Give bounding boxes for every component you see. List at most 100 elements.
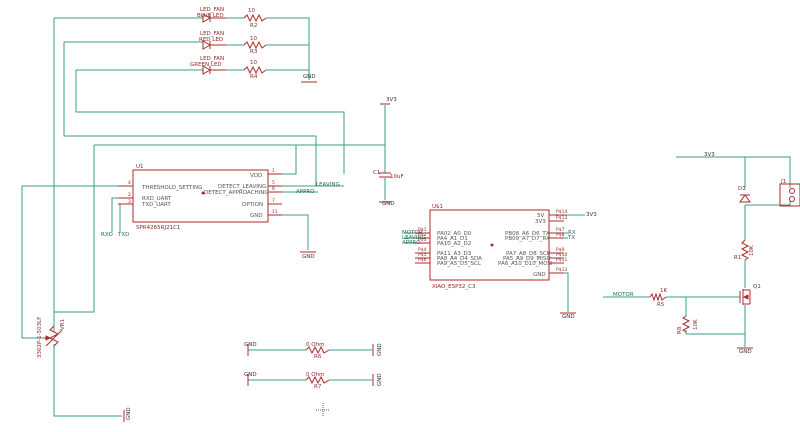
pin-num: 11: [272, 209, 278, 215]
pin-leaving: DETECT_LEAVING: [218, 184, 266, 190]
pin-label: 3V3: [535, 219, 546, 225]
pin-label: PA6_A10_D10_MOSI: [498, 261, 553, 267]
pin-num: P$9: [556, 247, 565, 253]
mosfet-q1: Q1: [739, 284, 761, 305]
resistor-value: 1K: [660, 288, 667, 294]
pin-num: P$6: [418, 257, 427, 263]
gnd-label: GND: [126, 407, 132, 420]
jumper-name: R7: [314, 384, 322, 390]
gnd-label: GND: [739, 349, 752, 355]
pin-num: 6: [272, 186, 275, 192]
capacitor-c1: C1 10uF GND: [373, 170, 404, 207]
gnd-label: GND: [244, 372, 257, 378]
v3-label: 3V3: [704, 152, 715, 158]
pin-num: P$4: [418, 247, 427, 253]
net-approach: APPRO: [296, 189, 315, 195]
pin-num: 2: [128, 192, 131, 198]
pot-part: 3362P-1-503LF: [37, 317, 43, 358]
net-leaving: LEAVING: [316, 182, 340, 188]
pin-label: PA10_A2_D2: [437, 241, 471, 247]
motor-driver: 3V3 D1 J1 R1 10K Q1: [613, 152, 800, 355]
mcu-name: U$1: [432, 204, 443, 210]
pin-num: P$10: [556, 252, 567, 258]
pin-num: P$12: [556, 215, 567, 221]
resistor-r3: 10 R3: [243, 36, 267, 55]
pin-option: OPTION: [242, 202, 263, 208]
pin-gnd: GND: [250, 213, 263, 219]
jumper-value: 0 Ohm: [306, 342, 324, 348]
jumper-value: 0 Ohm: [306, 372, 324, 378]
diode-d1: D1: [738, 186, 751, 203]
pin-num: P$11: [556, 257, 567, 263]
gnd-label: GND: [302, 254, 315, 260]
pin-label: 5V: [537, 213, 544, 219]
cap-name: C1: [373, 170, 380, 176]
connector-name: J1: [780, 179, 786, 185]
gnd-label: GND: [244, 342, 257, 348]
pin-num: P$5: [418, 252, 427, 258]
led-color: RED LED: [199, 37, 223, 43]
pin-threshold: THRESHOLD_SETTING: [141, 185, 202, 191]
net-motor: MOTOR: [402, 230, 423, 236]
cap-value: 10uF: [390, 174, 404, 180]
net-motor: MOTOR: [613, 292, 634, 298]
mcu-u1: U$1 XIAO_ESP32_C3 PA02_A0_D0 PA4_A1_D1 P…: [415, 204, 567, 290]
pin-label: PA9_A5_D5_SCL: [437, 261, 482, 267]
pin-label: PA11_A3_D3: [437, 251, 472, 257]
pin-num: P$8: [556, 232, 565, 238]
pin-num: P$3: [418, 237, 427, 243]
pin-num: 4: [128, 180, 131, 186]
net-rxd: RXD: [101, 232, 113, 238]
pin-num: P$1: [418, 227, 427, 233]
pin-vdd: VDD: [250, 173, 262, 179]
led-group: LED_FAN BLUE LED 10 R2 LED_FAN RED LED 1…: [190, 7, 317, 83]
led-blue: LED_FAN BLUE LED: [197, 7, 226, 23]
resistor-name: R1: [734, 255, 741, 261]
resistor-r4: 10 R4: [243, 60, 267, 80]
pin-num: P$7: [556, 227, 565, 233]
pin-txd: TXD_UART: [141, 202, 171, 208]
jumper-name: R6: [314, 354, 322, 360]
supply-3v3: 3V3: [380, 97, 397, 105]
pin-label: PB09_A7_D7_RX: [505, 236, 550, 242]
led-color: GREEN LED: [190, 62, 222, 68]
gnd-symbol: GND: [737, 347, 753, 355]
pin-rxd: RXD_UART: [142, 196, 172, 202]
sensor-u1: U1 SPR4265RJ21C1 THRESHOLD_SETTING RXD_U…: [118, 164, 282, 231]
net-leaving: LEAVING: [402, 235, 426, 241]
pin-label: PB08_A6_D6_TX: [505, 231, 550, 237]
gnd-symbol: GND: [301, 74, 317, 83]
resistor-value: 10: [248, 8, 255, 14]
gnd-symbol: GND: [123, 407, 132, 422]
led-red: LED_FAN RED LED: [199, 31, 226, 50]
v3-label: 3V3: [586, 212, 597, 218]
v3-label: 3V3: [386, 97, 397, 103]
resistor-r2: 10 R2: [243, 8, 267, 29]
mcu-part: XIAO_ESP32_C3: [432, 284, 476, 290]
pin-approaching: DETECT_APPROACHING: [204, 190, 269, 196]
gnd-symbol: GND: [560, 312, 576, 320]
led-label: LED_FAN: [200, 56, 224, 62]
gnd-symbol: GND: [300, 251, 316, 260]
pin-num: 3: [128, 199, 131, 205]
resistor-r8: R8 10K: [677, 315, 699, 334]
pin-label: GND: [533, 272, 546, 278]
net-tx: TX: [567, 235, 575, 241]
resistor-r1: R1 10K: [734, 239, 755, 261]
potentiometer-vr1: VR1 3362P-1-503LF: [37, 317, 66, 358]
resistor-name: R2: [250, 23, 257, 29]
pin-label: PA02_A0_D0: [437, 231, 472, 237]
resistor-value: 10K: [749, 245, 755, 256]
jumper-r7: 0 Ohm R7 GND GND: [244, 372, 383, 390]
net-txd: TXD: [117, 232, 129, 238]
gnd-label: GND: [382, 201, 395, 207]
sensor-part: SPR4265RJ21C1: [136, 225, 180, 231]
resistor-value: 10: [250, 36, 257, 42]
connector-j1: J1: [779, 179, 800, 207]
gnd-label: GND: [377, 373, 383, 386]
resistor-value: 10: [250, 60, 257, 66]
led-green: LED_FAN GREEN LED: [190, 56, 226, 75]
pin-num: P$14: [556, 209, 567, 215]
gnd-label: GND: [377, 343, 383, 356]
pin-num: 7: [272, 198, 275, 204]
